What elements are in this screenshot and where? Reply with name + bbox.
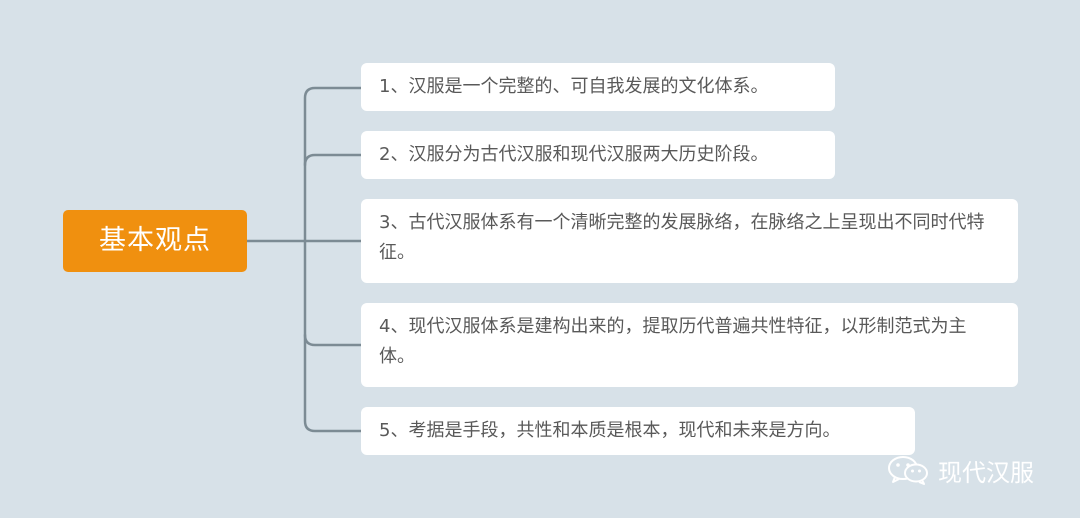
branch-spine — [303, 86, 363, 433]
central-topic: 基本观点 — [63, 210, 247, 272]
branch-node-1: 1、汉服是一个完整的、可自我发展的文化体系。 — [361, 63, 835, 111]
connector-2 — [303, 153, 363, 167]
branch-node-3: 3、古代汉服体系有一个清晰完整的发展脉络，在脉络之上呈现出不同时代特征。 — [361, 199, 1018, 283]
branch-node-4: 4、现代汉服体系是建构出来的，提取历代普遍共性特征，以形制范式为主体。 — [361, 303, 1018, 387]
wechat-account-label: 现代汉服 — [938, 458, 1034, 487]
wechat-watermark: 现代汉服 — [886, 454, 1034, 487]
branch-node-2: 2、汉服分为古代汉服和现代汉服两大历史阶段。 — [361, 131, 835, 179]
connector-4 — [303, 333, 363, 347]
wechat-icon — [888, 456, 928, 485]
branch-node-5: 5、考据是手段，共性和本质是根本，现代和未来是方向。 — [361, 407, 915, 455]
